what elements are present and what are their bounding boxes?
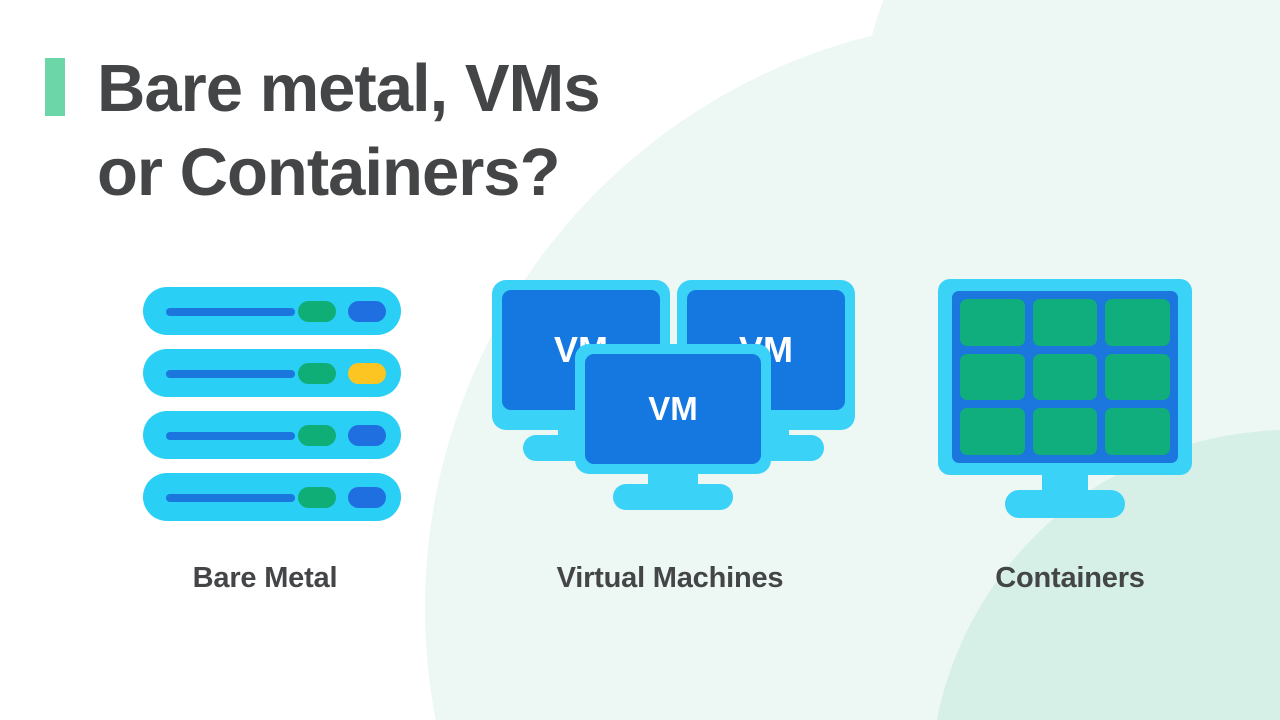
server-line-icon <box>166 494 295 502</box>
column-virtual-machines: VM VM VM Virtual M <box>470 262 870 642</box>
monitor-base-icon <box>1005 490 1125 518</box>
server-slab <box>143 411 401 459</box>
container-cell <box>1105 353 1170 401</box>
server-status-yellow-icon <box>348 363 386 384</box>
server-status-blue-icon <box>348 487 386 508</box>
title-block: Bare metal, VMs or Containers? <box>45 47 601 216</box>
server-status-green-icon <box>298 363 336 384</box>
container-cell <box>1105 299 1170 346</box>
server-line-icon <box>166 308 295 316</box>
server-slab <box>143 287 401 335</box>
server-status-green-icon <box>298 301 336 322</box>
container-grid-icon <box>870 262 1270 547</box>
caption-containers: Containers <box>995 562 1145 594</box>
vm-label: VM <box>585 354 761 464</box>
server-slab <box>143 473 401 521</box>
container-cells <box>960 299 1170 455</box>
container-cell <box>1032 353 1098 401</box>
container-cell <box>1105 408 1170 455</box>
container-cell <box>960 408 1025 455</box>
container-cell <box>1032 299 1098 346</box>
server-stack-icon <box>143 287 401 521</box>
page-title: Bare metal, VMs or Containers? <box>97 51 601 211</box>
containers-illustration <box>870 262 1270 547</box>
comparison-columns: Bare Metal VM VM <box>0 262 1280 642</box>
container-cell <box>1032 408 1098 455</box>
server-status-green-icon <box>298 425 336 446</box>
server-status-blue-icon <box>348 301 386 322</box>
bare-metal-illustration <box>65 262 465 547</box>
server-slab <box>143 349 401 397</box>
server-status-green-icon <box>298 487 336 508</box>
server-status-blue-icon <box>348 425 386 446</box>
monitor-group-icon: VM VM VM <box>470 262 870 547</box>
server-line-icon <box>166 432 295 440</box>
column-bare-metal: Bare Metal <box>65 262 465 642</box>
virtual-machines-illustration: VM VM VM <box>470 262 870 547</box>
server-line-icon <box>166 370 295 378</box>
accent-bar <box>45 58 65 116</box>
container-cell <box>960 353 1025 401</box>
caption-virtual-machines: Virtual Machines <box>556 562 784 594</box>
container-cell <box>960 299 1025 346</box>
monitor-base-icon <box>613 484 733 510</box>
column-containers: Containers <box>870 262 1270 642</box>
caption-bare-metal: Bare Metal <box>192 562 338 594</box>
